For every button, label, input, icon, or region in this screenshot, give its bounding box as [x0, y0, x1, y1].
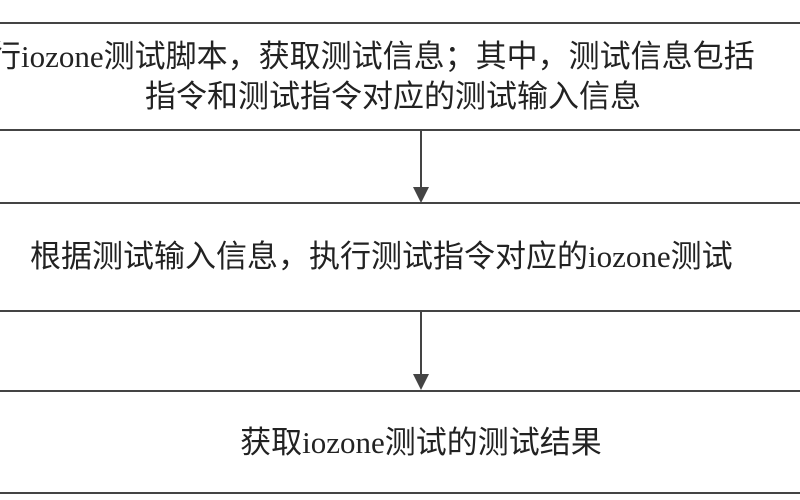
arrow-1-head-icon [413, 187, 429, 203]
step-2-box [0, 202, 800, 312]
arrow-2-head-icon [413, 374, 429, 390]
step-1-line-2: 指令和测试指令对应的测试输入信息 [145, 79, 641, 114]
arrow-2-line [420, 312, 422, 374]
step-3-line-1: 获取iozone测试的测试结果 [240, 425, 602, 460]
step-1-line-1: 行iozone测试脚本，获取测试信息；其中，测试信息包括 [0, 39, 755, 74]
arrow-1-line [420, 131, 422, 189]
step-3-box [0, 390, 800, 494]
step-1-box [0, 22, 800, 131]
step-2-line-1: 根据测试输入信息，执行测试指令对应的iozone测试 [30, 239, 733, 274]
